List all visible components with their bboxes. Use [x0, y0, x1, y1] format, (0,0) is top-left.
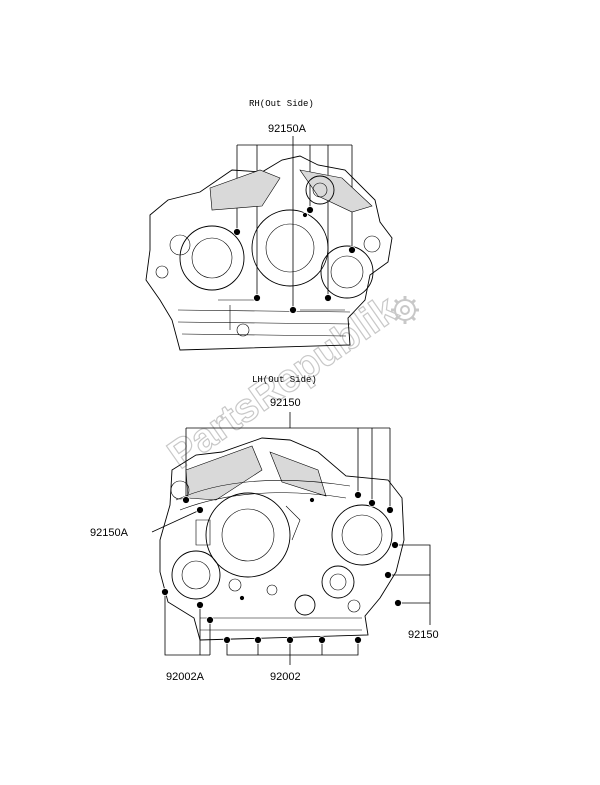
lh-leader-lines: [151, 412, 431, 665]
lh-view-title: LH(Out Side): [252, 375, 317, 385]
lh-part-label-92150-top: 92150: [270, 397, 301, 409]
rh-part-label-92150A: 92150A: [268, 123, 307, 135]
lh-crankcase: [159, 437, 405, 644]
lh-part-label-92002: 92002: [270, 671, 301, 683]
lh-part-label-92150-right: 92150: [408, 629, 439, 641]
rh-view: RH(Out Side) 92150A: [145, 99, 393, 351]
rh-view-title: RH(Out Side): [249, 99, 314, 109]
gear-icon: [391, 296, 419, 324]
lh-view: LH(Out Side) 92150 92150A 92150 92002A 9…: [90, 375, 439, 683]
rh-leader-lines: [236, 136, 353, 310]
rh-crankcase: [145, 155, 393, 351]
lh-part-label-92150A-left: 92150A: [90, 527, 129, 539]
lh-part-label-92002A: 92002A: [166, 671, 205, 683]
